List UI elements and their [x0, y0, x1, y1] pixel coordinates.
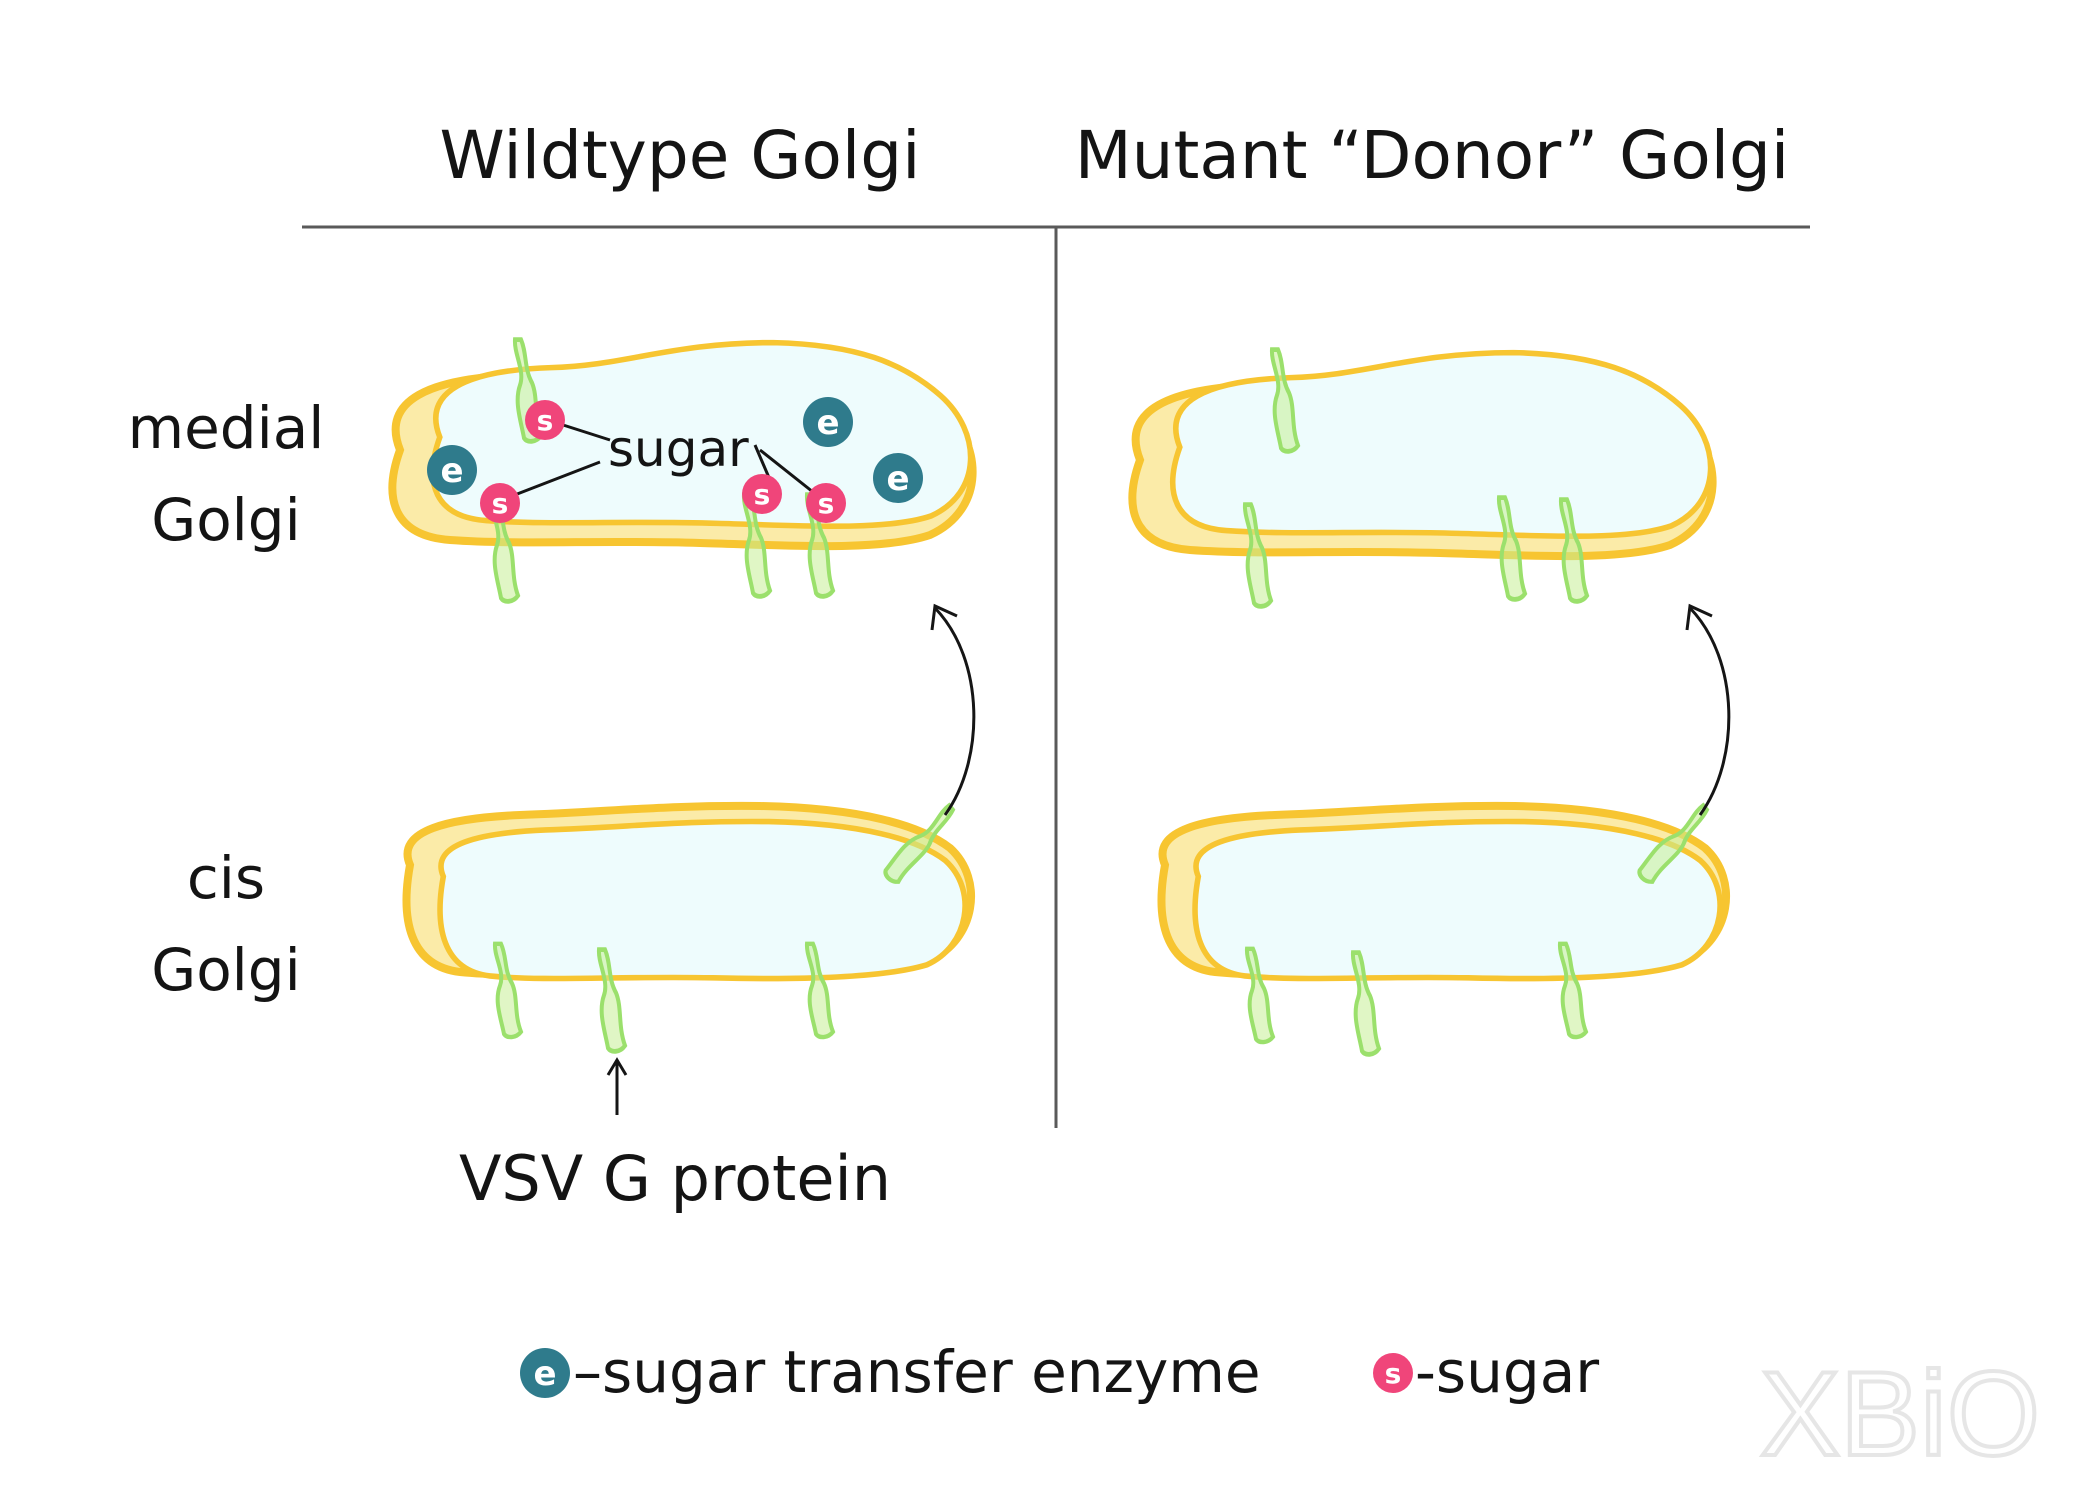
- legend-enzyme-badge: e: [520, 1348, 570, 1398]
- legend-sugar-text: -sugar: [1415, 1338, 1599, 1406]
- enzyme-badge: e: [427, 445, 477, 495]
- legend-enzyme-text: –sugar transfer enzyme: [573, 1338, 1261, 1406]
- sugar-badge: s: [742, 474, 782, 514]
- label-medial: medial: [128, 394, 325, 462]
- svg-text:XBiO: XBiO: [1760, 1347, 2040, 1481]
- sugar-annotation: sugar: [608, 420, 749, 478]
- svg-text:s: s: [537, 404, 554, 437]
- legend-enzyme: e –sugar transfer enzyme: [520, 1338, 1261, 1406]
- mutant-medial-cisterna: [1132, 353, 1712, 557]
- enzyme-badge: e: [873, 453, 923, 503]
- svg-text:e: e: [533, 1354, 556, 1394]
- svg-text:s: s: [754, 478, 771, 511]
- svg-text:s: s: [492, 487, 509, 520]
- sugar-badge: s: [806, 483, 846, 523]
- label-cis-golgi: Golgi: [151, 936, 300, 1004]
- header-wildtype: Wildtype Golgi: [440, 117, 921, 194]
- label-medial-golgi: Golgi: [151, 486, 300, 554]
- label-cis: cis: [187, 844, 265, 912]
- transport-arrow: [930, 603, 976, 816]
- header-mutant: Mutant “Donor” Golgi: [1075, 117, 1790, 194]
- svg-text:s: s: [1385, 1357, 1402, 1390]
- svg-text:s: s: [818, 487, 835, 520]
- sugar-badge: s: [480, 483, 520, 523]
- sugar-badge: s: [525, 400, 565, 440]
- enzyme-badge: e: [803, 397, 853, 447]
- transport-arrow: [1685, 603, 1731, 816]
- svg-text:e: e: [440, 451, 463, 491]
- legend-sugar-badge: s: [1373, 1353, 1413, 1393]
- svg-text:e: e: [886, 459, 909, 499]
- vsv-g-protein-label: VSV G protein: [459, 1142, 891, 1215]
- vsv-pointer-arrow: [606, 1057, 628, 1115]
- sugar-pointer-lines: [511, 422, 819, 498]
- legend-sugar: s -sugar: [1373, 1338, 1599, 1406]
- xbio-logo: XBiO: [1758, 1345, 2042, 1483]
- wildtype-cis-cisterna: [407, 806, 972, 979]
- svg-text:e: e: [816, 403, 839, 443]
